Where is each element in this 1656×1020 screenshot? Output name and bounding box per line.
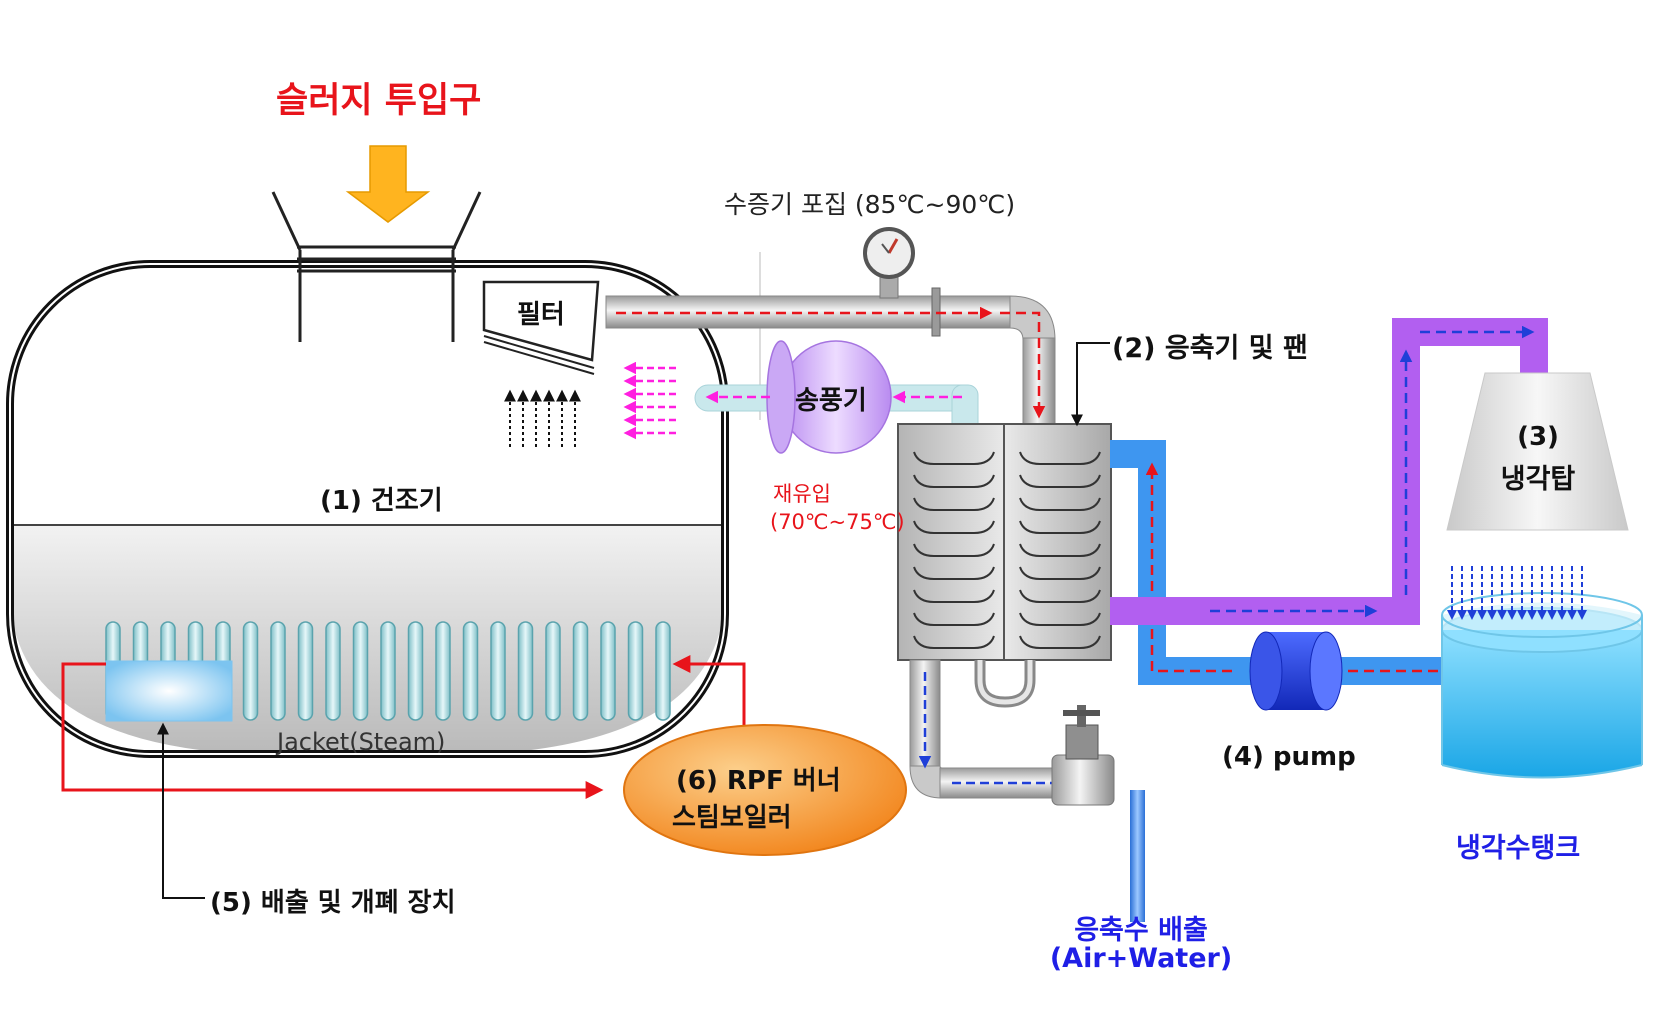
jacket-fin: [270, 621, 286, 721]
coolant-tank-label: 냉각수탱크: [1456, 833, 1581, 864]
air-inflow-arrows: [623, 361, 676, 440]
jacket-fin: [545, 621, 561, 721]
condenser-louver: [1019, 589, 1101, 603]
sludge-hopper: [271, 191, 482, 342]
pump: [1249, 631, 1343, 711]
condenser-louver: [1019, 612, 1101, 626]
condenser-louver: [1019, 451, 1101, 465]
steam-rising-arrows: [504, 389, 581, 447]
sludge-inlet-label: 슬러지 투입구: [276, 81, 482, 121]
burner-label-line1: (6) RPF 버너: [676, 766, 841, 796]
cooling-tower: [1446, 372, 1629, 531]
jacket-fin: [435, 621, 451, 721]
condenser-louver: [1019, 474, 1101, 488]
condenser-louver: [1019, 566, 1101, 580]
burner-label-line2: 스팀보일러: [672, 803, 792, 833]
condenser: [897, 423, 1112, 661]
jacket-fin: [352, 621, 369, 721]
filter: [482, 280, 600, 375]
cooling-tower-number-label: (3): [1517, 422, 1559, 452]
condenser-louver: [913, 612, 995, 626]
steam-loop-lines: [61, 655, 746, 799]
blower: [766, 340, 892, 454]
jacket-fin: [462, 621, 479, 721]
jacket-fin: [297, 621, 314, 721]
cooling-tower-label: 냉각탑: [1500, 464, 1576, 495]
condenser-louver: [1019, 543, 1101, 557]
rpf-burner: [623, 724, 907, 856]
condenser-louver: [913, 589, 995, 603]
coolant-inflow-arrows: [1447, 566, 1587, 620]
condenser-louver: [913, 451, 995, 465]
jacket-fin: [627, 621, 644, 721]
condenser-pointer: [1071, 342, 1110, 427]
condenser-louver: [913, 474, 995, 488]
jacket-fin: [517, 621, 534, 721]
condenser-louver: [1019, 497, 1101, 511]
condenser-louver: [1019, 520, 1101, 534]
reflow-label: 재유입: [773, 482, 831, 506]
dryer-label: (1) 건조기: [320, 486, 443, 516]
discharge-leader-line: [157, 722, 205, 899]
jacket-fin: [655, 621, 671, 721]
jacket-fin: [242, 621, 259, 721]
condenser-fan-label: (2) 응축기 및 팬: [1112, 333, 1308, 364]
condenser-bottom-loop: [974, 660, 1036, 708]
coolant-tank: [1441, 592, 1643, 779]
jacket-fin: [600, 621, 616, 721]
arrow-down-icon: [345, 145, 431, 223]
steam-capture-label: 수증기 포집 (85℃~90℃): [724, 190, 1016, 219]
condenser-louver: [913, 543, 995, 557]
valve-icon: [1051, 705, 1115, 806]
condensate-label-line1: 응축수 배출: [1074, 915, 1208, 946]
steam-down-arrow: [1000, 311, 1046, 419]
jacket-label: Jacket(Steam): [277, 728, 446, 756]
condenser-louver: [913, 635, 995, 649]
pump-label: (4) pump: [1222, 742, 1356, 772]
condenser-louver: [1019, 635, 1101, 649]
condenser-louver: [913, 566, 995, 580]
discharge-device: [105, 660, 233, 722]
coolant-up-arrow: [1145, 462, 1232, 673]
blower-label: 송풍기: [795, 386, 867, 416]
filter-label: 필터: [517, 300, 565, 330]
reflow-temp-label: (70℃~75℃): [770, 510, 905, 534]
jacket-fin: [407, 621, 424, 721]
condenser-louver: [913, 520, 995, 534]
jacket-fin: [380, 621, 396, 721]
jacket-fin: [572, 621, 589, 721]
jacket-fin: [325, 621, 341, 721]
pressure-gauge-icon: [863, 227, 915, 299]
condenser-louver: [913, 497, 995, 511]
condensate-label-line2: (Air+Water): [1049, 943, 1233, 974]
jacket-fin: [490, 621, 506, 721]
discharge-device-label: (5) 배출 및 개폐 장치: [210, 888, 456, 918]
